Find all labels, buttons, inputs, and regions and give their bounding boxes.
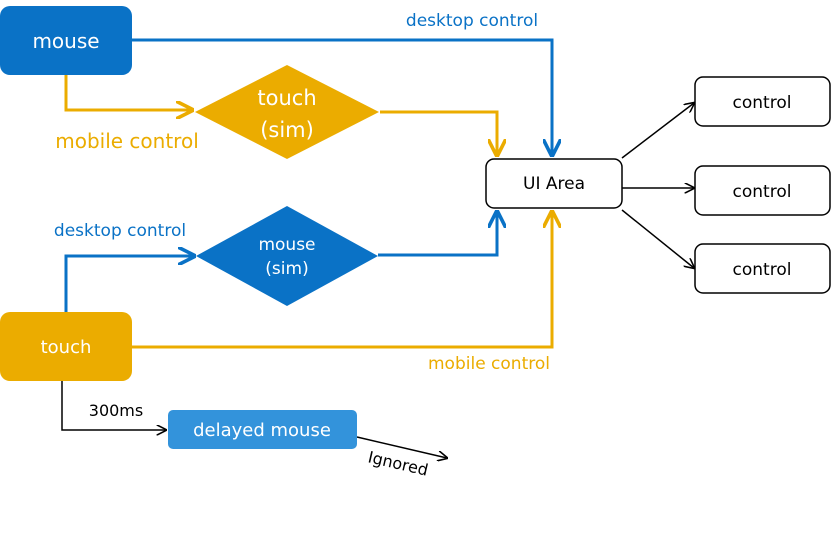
label-mobile-control-bottom: mobile control — [428, 354, 550, 374]
node-ui-area: UI Area — [485, 158, 623, 209]
edge-touch-to-delayed-mouse — [61, 381, 166, 430]
edge-touch-to-mouse-sim — [64, 256, 194, 312]
node-touch-sim: touch (sim) — [195, 65, 379, 159]
edge-ui-area-to-control-3 — [621, 209, 694, 268]
node-mouse-sim-label-line2: (sim) — [265, 259, 308, 279]
label-desktop-control-top: desktop control — [406, 11, 538, 31]
node-touch-sim-label-line2: (sim) — [260, 118, 314, 142]
node-control-1-label: control — [733, 93, 792, 113]
node-mouse-label: mouse — [32, 29, 99, 53]
label-delay: 300ms — [89, 401, 143, 420]
label-mobile-control-top: mobile control — [55, 129, 199, 153]
label-desktop-control-mid: desktop control — [54, 221, 186, 241]
node-mouse-sim-label-line1: mouse — [258, 235, 315, 255]
node-control-2: control — [694, 165, 831, 216]
edge-mouse-to-ui-area — [132, 38, 552, 155]
edge-ui-area-to-control-1 — [621, 103, 694, 159]
node-mouse-sim: mouse (sim) — [196, 206, 378, 306]
edge-touch-to-ui-area — [132, 212, 552, 349]
node-touch-label: touch — [41, 337, 92, 358]
node-control-1: control — [694, 76, 831, 127]
node-control-2-label: control — [733, 182, 792, 202]
node-delayed-mouse: delayed mouse — [168, 410, 357, 449]
node-mouse: mouse — [0, 6, 132, 75]
edge-touch-sim-to-ui-area — [380, 110, 497, 155]
node-touch-sim-label-line1: touch — [257, 86, 316, 110]
edge-mouse-to-touch-sim — [64, 75, 192, 110]
node-touch: touch — [0, 312, 132, 381]
node-control-3: control — [694, 243, 831, 294]
edge-mouse-sim-to-ui-area — [378, 212, 497, 257]
node-delayed-mouse-label: delayed mouse — [193, 420, 331, 441]
edge-delayed-mouse-ignored — [356, 436, 447, 458]
node-control-3-label: control — [733, 260, 792, 280]
node-ui-area-label: UI Area — [523, 174, 585, 194]
